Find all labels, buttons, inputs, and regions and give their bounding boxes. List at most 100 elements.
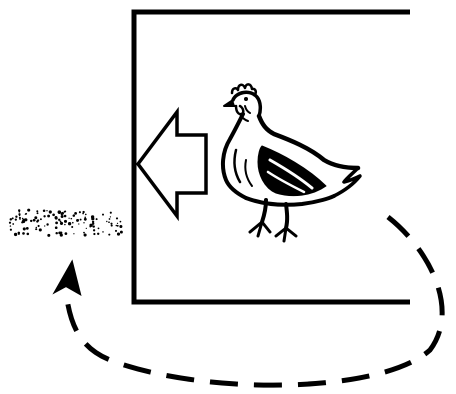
dropping-dot [72,214,76,217]
dashed-curved-arrow-icon [63,215,445,388]
dropping-dot [57,210,61,214]
dropping-dot [60,215,64,218]
dropping-dot [8,221,12,224]
dropping-dot [109,216,112,218]
dropping-dot [116,232,121,236]
dropping-dot [110,224,113,227]
dropping-dot [12,223,15,225]
dropping-dot [13,232,18,237]
dropping-dot [55,231,58,235]
dropping-dot [15,215,18,218]
dropping-dot [93,232,96,236]
dropping-dot [108,218,111,220]
dropping-dot [63,210,66,213]
dropping-dot [73,233,75,235]
dropping-dot [46,223,49,226]
left-arrow-icon [135,106,208,222]
dropping-dot [18,213,21,216]
dropping-dot [74,212,77,215]
dropping-dot [27,208,31,212]
dropping-dot [85,227,87,230]
dropping-dot [35,226,38,229]
dropping-dot [119,220,122,223]
dropping-dot [39,218,42,221]
dropping-dot [18,216,21,219]
dropping-dot [54,226,58,230]
dropping-dot [64,232,68,235]
dropping-dot [34,219,36,221]
dropping-dot [92,225,95,228]
dropping-dot [64,223,66,226]
dropping-dot [22,227,26,231]
dropping-dot [95,218,98,221]
dropping-dot [108,221,110,224]
dropping-dot [19,218,21,220]
dropping-dot [114,229,118,232]
dropping-dot [79,218,82,221]
dropping-dot [18,233,20,235]
dropping-dot [18,211,21,213]
dropping-dot [18,214,21,217]
dropping-dot [59,221,64,225]
dropping-dot [71,225,74,229]
dropping-dot [115,217,119,220]
dropping-dot [59,233,63,237]
dropping-dot [92,229,96,232]
dropping-dot [34,216,38,220]
dropping-dot [82,212,84,215]
dropping-dot [83,233,87,237]
dropping-dot [91,220,95,224]
dropping-dot [18,209,21,212]
dropping-dot [9,218,13,221]
dropping-dot [83,231,85,234]
dropping-dot [77,219,80,221]
dropping-dot [108,233,111,236]
dropping-dot [78,223,80,225]
dropping-dot [82,210,85,214]
dropping-dot [70,217,73,220]
dropping-dot [109,211,112,214]
dropping-dot [78,211,81,214]
dropping-dot [83,217,87,221]
dropping-dot [58,231,62,235]
dropping-dot [63,219,68,223]
dropping-dot [44,225,46,227]
dropping-dot [116,222,119,225]
dropping-dot [11,217,14,220]
dropping-dot [106,220,108,223]
dropping-dot [35,228,38,231]
dropping-dot [9,225,12,227]
dropping-dot [52,213,55,217]
dropping-dot [116,224,119,227]
dropping-dot [89,223,93,227]
arrowhead [52,259,82,297]
dropping-dot [97,227,100,230]
dropping-dot [67,222,72,226]
dropping-dot [37,224,40,228]
dropping-dot [120,226,122,228]
enclosure-box [131,9,410,305]
dropping-dot [36,212,39,215]
dropping-dot [43,215,46,218]
dropping-dot [115,224,118,227]
dropping-dot [91,217,95,221]
dropping-dot [84,213,87,216]
dropping-dot [29,219,33,223]
dropping-dot [47,214,51,218]
dropping-dot [21,217,24,220]
dropping-dot [36,219,40,222]
dropping-dot [97,232,100,235]
dropping-dot [92,222,95,225]
dropping-dot [47,233,51,237]
dropping-dot [68,217,70,219]
dropping-dot [25,212,28,215]
dropping-dot [119,230,123,234]
dropping-dot [60,212,63,216]
dropping-dot [9,228,12,231]
dropping-dot [55,221,58,225]
dropping-dot [46,210,48,212]
dropping-dot [102,213,104,216]
dropping-dot [54,216,58,220]
